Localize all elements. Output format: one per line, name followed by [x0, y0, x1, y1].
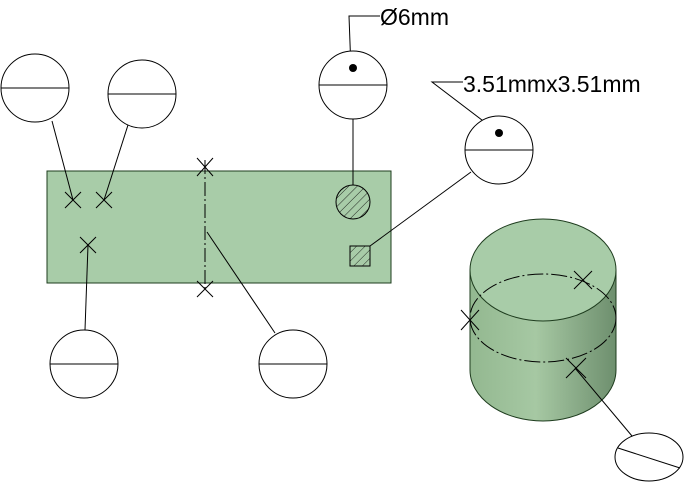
- green-plate[interactable]: [46, 170, 392, 284]
- balloon-isometric[interactable]: [614, 432, 684, 482]
- balloon[interactable]: [49, 329, 119, 399]
- size-label: 3.51mmx3.51mm: [463, 71, 641, 97]
- balloon[interactable]: [318, 50, 388, 120]
- hatched-square[interactable]: [349, 245, 371, 267]
- cylinder-centerline: [469, 273, 617, 363]
- balloon[interactable]: [0, 53, 70, 123]
- balloon[interactable]: [258, 329, 328, 399]
- balloon[interactable]: [464, 115, 534, 185]
- cylinder[interactable]: [460, 218, 633, 437]
- leader-lines: [51, 15, 500, 334]
- diameter-label: Ø6mm: [380, 4, 449, 30]
- balloon[interactable]: [107, 59, 177, 129]
- hatched-hole[interactable]: [335, 184, 371, 220]
